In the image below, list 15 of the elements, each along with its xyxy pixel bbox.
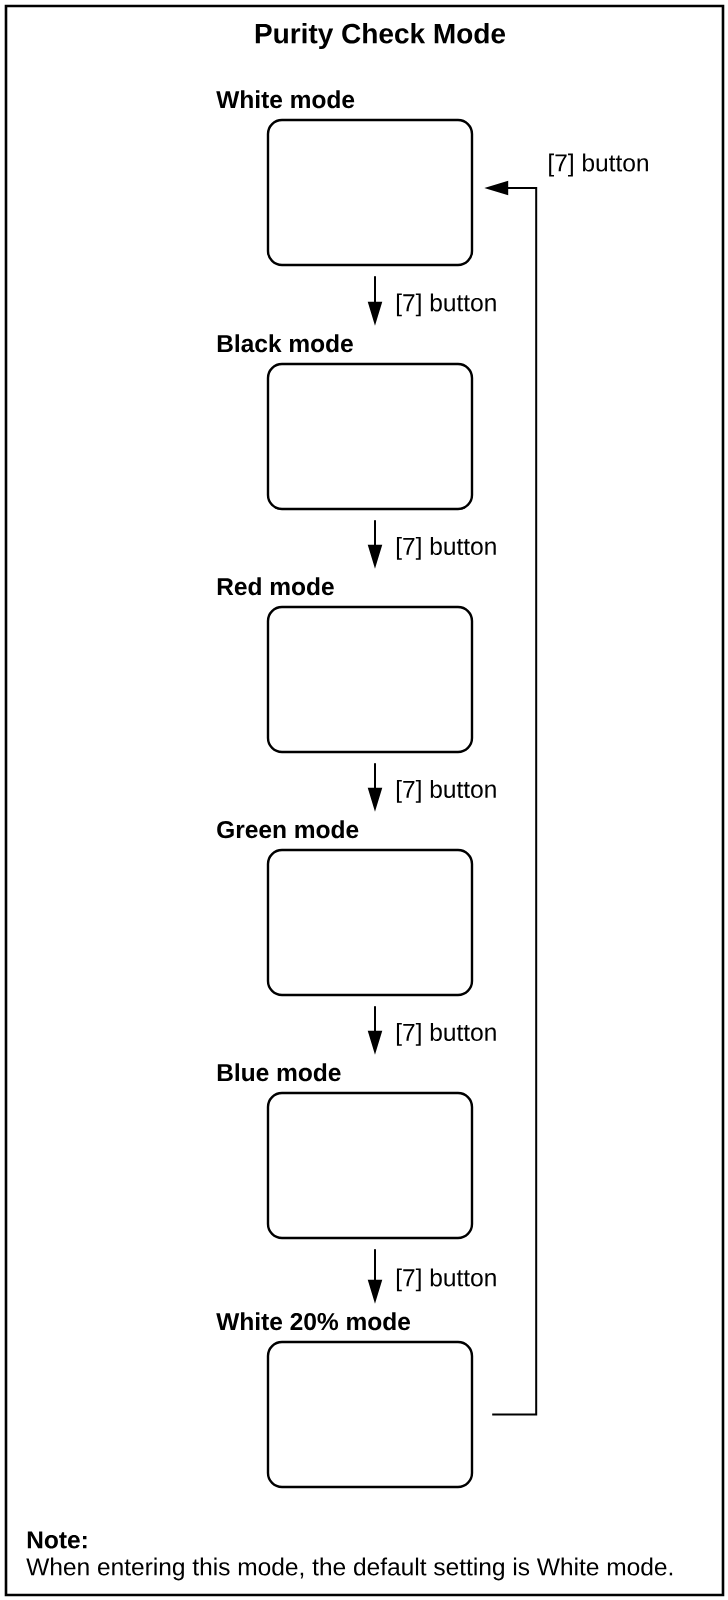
mode-heading: White mode bbox=[216, 90, 355, 109]
mode-heading: Green mode bbox=[217, 820, 359, 839]
edge-label: [7] button bbox=[393, 778, 500, 805]
edge-label: [7] button bbox=[393, 535, 500, 562]
edge-label: [7] button bbox=[393, 1266, 500, 1294]
edge-label: [7] button bbox=[545, 151, 652, 179]
edge-label: [7] button bbox=[393, 1021, 500, 1048]
edge-label: [7] button bbox=[393, 291, 500, 319]
note-text: When entering this mode, the default setting is White mode. bbox=[26, 1557, 673, 1581]
mode-heading: Black mode bbox=[217, 334, 353, 353]
mode-heading: White 20% mode bbox=[216, 1312, 410, 1331]
mode-heading: Red mode bbox=[217, 577, 334, 596]
diagram-title: Purity Check Mode bbox=[255, 22, 506, 50]
note-heading: Note: bbox=[27, 1531, 87, 1549]
mode-heading: Blue mode bbox=[217, 1063, 341, 1082]
